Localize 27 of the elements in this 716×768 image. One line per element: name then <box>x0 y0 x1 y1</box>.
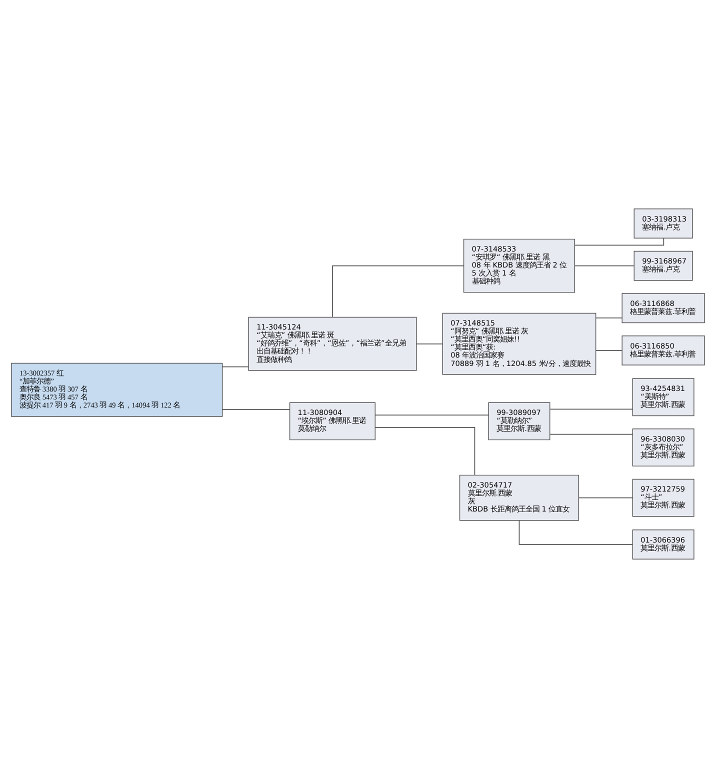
connector <box>574 265 634 266</box>
connector <box>222 366 249 368</box>
node-box: 06-3116868 格里蒙普莱兹.菲利普 <box>622 293 705 324</box>
node-box: 01-3066396 莫里尔斯.西蒙 <box>632 530 694 560</box>
connector <box>595 350 622 351</box>
connector <box>550 408 633 410</box>
node-box: 07-3148515 “阿努克“ 佛黑耶.里诺 灰 “莫里西奥“同窝姐妹!! “莫里西奥“获: 08 年波治国家赛 70889 羽 1 名，1204.85 米/分，速度最快 <box>442 312 596 375</box>
connector <box>578 497 633 498</box>
connector <box>374 426 476 476</box>
node-box: 99-3168967 塞纳福.卢克 <box>634 250 693 281</box>
connector <box>332 265 464 318</box>
connector <box>574 238 664 246</box>
connector <box>518 520 633 545</box>
connector <box>416 343 443 344</box>
node-box: 03-3198313 塞纳福.卢克 <box>634 208 693 238</box>
connector <box>550 434 633 435</box>
node-box: 97-3212759 “斗士” 莫里尔斯.西蒙 <box>632 478 694 517</box>
connector <box>374 414 489 416</box>
connector <box>222 409 290 410</box>
node-box: 11-3045124 “艾瑞克” 佛黑耶.里诺 斑 “好鸽乔维”，“奇科”，“恩佐”，“福兰诺”全兄弟 出自基础配对！！ 直接做种鸽 <box>248 316 417 371</box>
node-box: 02-3054717 莫里尔斯.西蒙 灰 KBDB 长距离鸽王全国 1 位直女 <box>459 474 580 521</box>
node-box: 99-3089097 “莫勒纳尔” 莫里尔斯.西蒙 <box>488 402 550 440</box>
node-box: 96-3308030 “灰多布拉尔” 莫里尔斯.西蒙 <box>632 428 694 466</box>
node-box: 06-3116850 格里蒙普莱兹.菲利普 <box>622 335 705 366</box>
node-box: 07-3148533 “安琪罗“ 佛黑耶.里诺 黑 08 年 KBDB 速度鸽王省 2 位 5 次入赏 1 名 基础种鸽 <box>463 238 576 293</box>
node-box: 93-4254831 “美斯特” 莫里尔斯.西蒙 <box>632 378 694 416</box>
node-box: 11-3080904 “埃尔斯” 佛黑耶.里诺 莫勒纳尔 <box>289 402 376 440</box>
